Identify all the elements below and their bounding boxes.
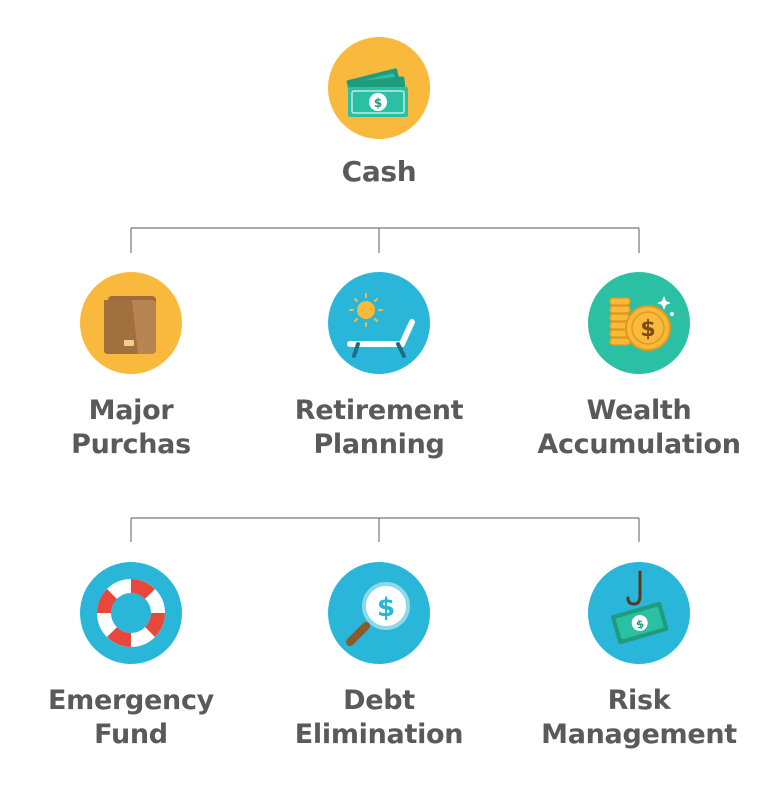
node-cash: $ Cash — [249, 37, 509, 189]
node-label-line: Fund — [94, 719, 168, 750]
node-label-line: Debt — [343, 685, 415, 716]
major-purchas-circle — [80, 272, 182, 374]
lifebuoy-icon — [97, 579, 165, 647]
node-label: Wealth Accumulation — [509, 394, 769, 462]
node-label: Debt Elimination — [249, 684, 509, 752]
node-emergency-fund: Emergency Fund — [1, 562, 261, 752]
wealth-accumulation-circle: $ — [588, 272, 690, 374]
node-label: Risk Management — [509, 684, 769, 752]
hooked-cash-icon: $ — [611, 570, 669, 645]
node-label: Retirement Planning — [249, 394, 509, 462]
svg-text:$: $ — [374, 96, 382, 110]
node-label-line: Cash — [341, 155, 417, 188]
debt-elimination-circle: $ — [328, 562, 430, 664]
node-label-line: Wealth — [586, 395, 692, 426]
node-label-line: Elimination — [294, 719, 464, 750]
cash-circle: $ — [328, 37, 430, 139]
wallet-icon — [104, 296, 156, 354]
node-risk-management: $ Risk Management — [509, 562, 769, 752]
node-label-line: Retirement — [294, 395, 464, 426]
magnifier-dollar-icon: $ — [346, 582, 410, 646]
gold-coins-icon: $ — [609, 296, 674, 351]
node-label-line: Accumulation — [537, 429, 741, 460]
emergency-fund-circle — [80, 562, 182, 664]
node-label: Emergency Fund — [1, 684, 261, 752]
node-label-line: Management — [541, 719, 737, 750]
node-label-line: Purchas — [71, 429, 191, 460]
node-label-line: Risk — [607, 685, 671, 716]
svg-text:$: $ — [640, 317, 655, 342]
node-label: Cash — [249, 155, 509, 189]
risk-management-circle: $ — [588, 562, 690, 664]
svg-text:$: $ — [377, 593, 395, 623]
sun-lounger-icon — [347, 293, 415, 358]
node-major-purchas: Major Purchas — [1, 272, 261, 462]
svg-text:$: $ — [635, 617, 646, 632]
cash-stack-icon: $ — [346, 68, 408, 117]
node-label: Major Purchas — [1, 394, 261, 462]
node-retirement-planning: Retirement Planning — [249, 272, 509, 462]
node-label-line: Planning — [313, 429, 445, 460]
node-label-line: Major — [88, 395, 174, 426]
retirement-planning-circle — [328, 272, 430, 374]
node-label-line: Emergency — [48, 685, 214, 716]
node-wealth-accumulation: $ Wealth Accumulation — [509, 272, 769, 462]
node-debt-elimination: $ Debt Elimination — [249, 562, 509, 752]
